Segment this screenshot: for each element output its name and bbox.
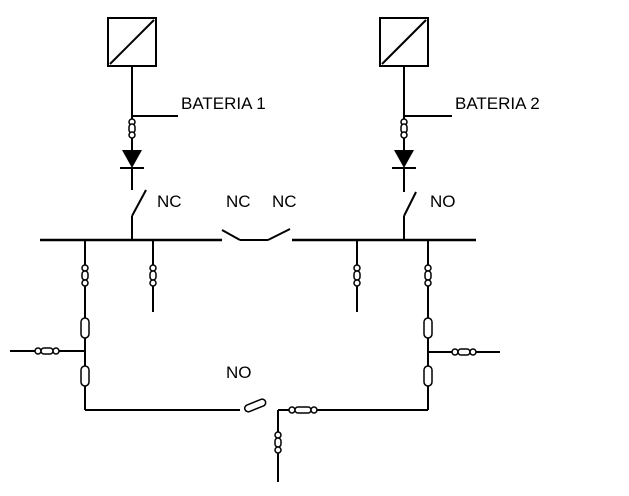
- left-feeder-1-fuse-icon: [81, 264, 89, 287]
- bottom-tie-line: [85, 398, 428, 414]
- battery-2-label: BATERIA 2: [455, 94, 540, 113]
- right-feeder-2-fuse-lower-icon: [423, 365, 433, 387]
- battery-1-branch: BATERIA 1 NC: [107, 17, 266, 240]
- left-feeder-2-fuse-icon: [149, 264, 157, 287]
- battery-2-switch-icon: [403, 191, 417, 240]
- right-feeder-1: [353, 240, 361, 312]
- bus-tie-right-state: NC: [272, 192, 297, 211]
- battery-2-diode-icon: [392, 150, 416, 192]
- battery-2-converter-icon: [379, 17, 429, 67]
- battery-1-label: BATERIA 1: [181, 94, 266, 113]
- right-feeder-1-fuse-icon: [353, 264, 361, 287]
- bottom-output-fuse-icon: [274, 431, 282, 454]
- bus-tie-switch-icon: [221, 228, 291, 241]
- battery-1-switch-icon: [131, 189, 147, 240]
- right-side-output: [428, 348, 500, 356]
- battery-1-switch-state: NC: [157, 192, 182, 211]
- left-feeder-1: [80, 240, 90, 410]
- battery-2-switch-state: NO: [430, 192, 456, 211]
- left-side-output-fuse-icon: [34, 347, 60, 355]
- battery-1-converter-icon: [107, 17, 157, 67]
- right-feeder-2: [423, 240, 433, 410]
- battery-1-fuse-icon: [128, 118, 136, 150]
- bottom-tie-fuse-icon: [288, 406, 318, 414]
- battery-1-diode-icon: [120, 150, 144, 190]
- bus-tie-left-state: NC: [226, 192, 251, 211]
- battery-2-fuse-icon: [400, 118, 408, 150]
- left-feeder-2: [149, 240, 157, 312]
- left-feeder-1-fuse-lower-icon: [80, 365, 90, 387]
- battery-2-branch: BATERIA 2 NO: [379, 17, 540, 240]
- bottom-tie-switch-state: NO: [226, 363, 252, 382]
- bottom-tie-open-switch-icon: [243, 398, 267, 413]
- bottom-output: [274, 410, 282, 482]
- right-feeder-2-fuse-upper-icon: [423, 317, 433, 339]
- right-feeder-2-fuse-icon: [424, 264, 432, 287]
- right-side-output-fuse-icon: [451, 348, 477, 356]
- left-feeder-1-fuse-upper-icon: [80, 317, 90, 339]
- left-side-output: [10, 347, 85, 355]
